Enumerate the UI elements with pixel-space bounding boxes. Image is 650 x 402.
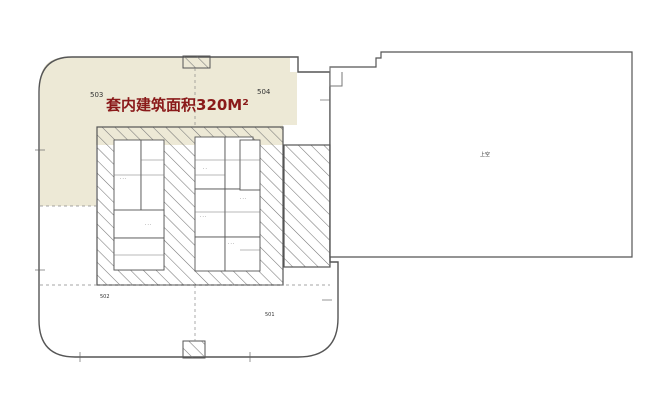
core-rooms xyxy=(113,136,261,272)
annex-step xyxy=(329,67,343,87)
annex-label: 上空 xyxy=(480,151,490,158)
corridor-lines xyxy=(40,68,330,341)
room-label-502: 502 xyxy=(100,294,110,300)
svg-text:· · ·: · · · xyxy=(200,214,206,219)
svg-text:· · ·: · · · xyxy=(228,241,234,246)
unit-boundary xyxy=(38,56,339,358)
area-title: 套内建筑面积320M² xyxy=(105,96,249,114)
svg-text:· · ·: · · · xyxy=(120,176,126,181)
room-label-501: 501 xyxy=(265,312,275,318)
shaft-hatched xyxy=(283,144,331,268)
core-room-lines xyxy=(114,159,260,256)
room-label-504: 504 xyxy=(257,88,271,96)
core-room-tiny-text: · · · · · · · · · · · · · · · · · xyxy=(120,166,246,246)
svg-text:· ·: · · xyxy=(203,166,207,171)
svg-text:· · ·: · · · xyxy=(240,196,246,201)
top-duct-hatched xyxy=(182,55,211,69)
annex-block xyxy=(329,51,633,258)
dimension-marks xyxy=(35,99,332,362)
room-label-503: 503 xyxy=(90,91,103,99)
svg-text:· · ·: · · · xyxy=(145,222,151,227)
bottom-duct-hatched xyxy=(182,340,206,359)
